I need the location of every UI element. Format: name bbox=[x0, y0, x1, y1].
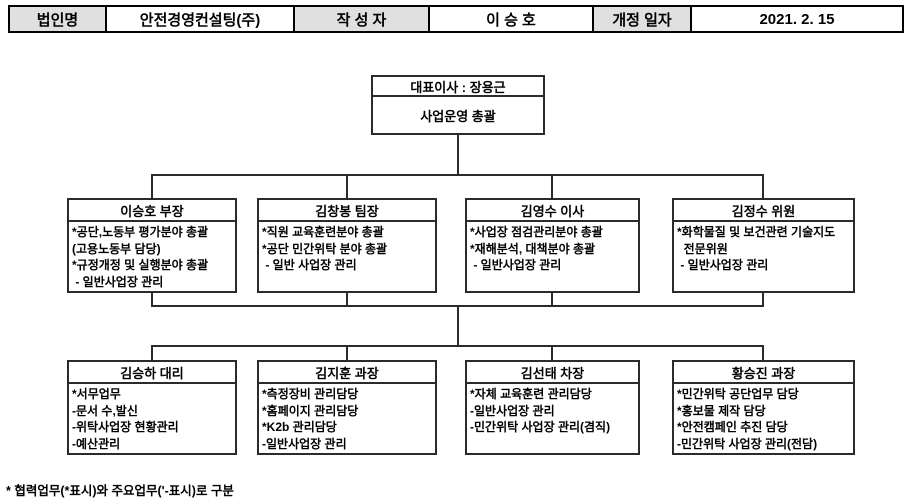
connector-line bbox=[151, 345, 764, 347]
duty-list: *측정장비 관리담당 *홈페이지 관리담당 *K2b 관리담당 -일반사업장 관리 bbox=[259, 384, 435, 452]
duty-list: *서무업무 -문서 수,발신 -위탁사업장 현황관리 -예산관리 bbox=[69, 384, 235, 452]
revision-label-cell: 개정 일자 bbox=[594, 7, 692, 31]
connector-line bbox=[762, 174, 764, 198]
duty-line: *공단,노동부 평가분야 총괄 bbox=[72, 225, 209, 239]
legend-note: * 협력업무(*표시)와 주요업무('-표시)로 구분 bbox=[6, 484, 234, 498]
duty-list: *화학물질 및 보건관련 기술지도 전문위원 - 일반사업장 관리 bbox=[674, 222, 853, 274]
org-box-title: 김정수 위원 bbox=[674, 200, 853, 222]
duty-line: *홈페이지 관리담당 bbox=[262, 403, 359, 418]
org-box-hwang-seungjin: 황승진 과장 *민간위탁 공단업무 담당 *홍보물 제작 담당 *안전캠페인 추진 … bbox=[672, 360, 855, 455]
org-box-kim-jeongsu: 김정수 위원 *화학물질 및 보건관련 기술지도 전문위원 - 일반사업장 관리 bbox=[672, 198, 855, 293]
duty-line: *사업장 점검관리분야 총괄 bbox=[470, 225, 603, 239]
duty-line: - 일반사업장 관리 bbox=[677, 258, 769, 272]
duty-line: *규정개정 및 실행분야 총괄 bbox=[72, 258, 209, 272]
company-value-cell: 안전경영컨설팅(주) bbox=[107, 7, 295, 31]
author-label-cell: 작 성 자 bbox=[295, 7, 430, 31]
header-table: 법인명 안전경영컨설팅(주) 작 성 자 이 승 호 개정 일자 2021. 2… bbox=[8, 5, 904, 33]
org-box-title: 김창봉 팀장 bbox=[259, 200, 435, 222]
duty-line: *직원 교육훈련분야 총괄 bbox=[262, 225, 384, 239]
org-box-title: 대표이사 : 장용근 bbox=[373, 77, 543, 97]
duty-line: -일반사업장 관리 bbox=[262, 436, 347, 451]
author-value-cell: 이 승 호 bbox=[430, 7, 594, 31]
org-box-title: 이승호 부장 bbox=[69, 200, 235, 222]
duty-line: -민간위탁 사업장 관리(겸직) bbox=[470, 420, 611, 434]
connector-line bbox=[551, 174, 553, 198]
duty-list: *민간위탁 공단업무 담당 *홍보물 제작 담당 *안전캠페인 추진 담당 -민간위탁… bbox=[674, 384, 853, 452]
connector-line bbox=[762, 345, 764, 360]
connector-line bbox=[346, 293, 348, 307]
connector-line bbox=[151, 174, 153, 198]
connector-line bbox=[151, 293, 153, 307]
org-box-title: 황승진 과장 bbox=[674, 362, 853, 384]
duty-list: *직원 교육훈련분야 총괄 *공단 민간위탁 분야 총괄 - 일반 사업장 관리 bbox=[259, 222, 435, 274]
duty-line: -예산관리 bbox=[72, 436, 121, 451]
duty-line: -문서 수,발신 bbox=[72, 403, 138, 418]
duty-line: *측정장비 관리담당 bbox=[262, 387, 359, 401]
duty-line: - 일반 사업장 관리 bbox=[262, 258, 357, 272]
org-box-kim-yeongsu: 김영수 이사 *사업장 점검관리분야 총괄 *재해분석, 대책분야 총괄 - 일반… bbox=[465, 198, 640, 293]
org-box-title: 김선태 차장 bbox=[467, 362, 638, 384]
org-box-ceo: 대표이사 : 장용근 사업운영 총괄 bbox=[371, 75, 545, 135]
org-box-kim-seontae: 김선태 차장 *자체 교육훈련 관리담당 -일반사업장 관리 -민간위탁 사업장 관… bbox=[465, 360, 640, 455]
duty-line: -위탁사업장 현황관리 bbox=[72, 420, 179, 434]
org-box-body: 사업운영 총괄 bbox=[420, 108, 496, 124]
org-box-title: 김영수 이사 bbox=[467, 200, 638, 222]
duty-line: - 일반사업장 관리 bbox=[72, 274, 164, 289]
duty-line: (고용노동부 담당) bbox=[72, 241, 161, 256]
revision-value-cell: 2021. 2. 15 bbox=[759, 10, 835, 28]
org-box-title: 김승하 대리 bbox=[69, 362, 235, 384]
org-box-kim-jihun: 김지훈 과장 *측정장비 관리담당 *홈페이지 관리담당 *K2b 관리담당 -일반사… bbox=[257, 360, 437, 455]
org-box-title: 김지훈 과장 bbox=[259, 362, 435, 384]
duty-line: *재해분석, 대책분야 총괄 bbox=[470, 241, 596, 256]
duty-list: *자체 교육훈련 관리담당 -일반사업장 관리 -민간위탁 사업장 관리(겸직) bbox=[467, 384, 638, 436]
duty-line: *안전캠페인 추진 담당 bbox=[677, 420, 788, 434]
duty-line: 전문위원 bbox=[677, 241, 728, 256]
duty-line: - 일반사업장 관리 bbox=[470, 258, 562, 272]
duty-list: *사업장 점검관리분야 총괄 *재해분석, 대책분야 총괄 - 일반사업장 관리 bbox=[467, 222, 638, 274]
org-box-kim-seungha: 김승하 대리 *서무업무 -문서 수,발신 -위탁사업장 현황관리 -예산관리 bbox=[67, 360, 237, 455]
connector-line bbox=[457, 135, 459, 176]
duty-line: *자체 교육훈련 관리담당 bbox=[470, 387, 592, 401]
duty-list: *공단,노동부 평가분야 총괄 (고용노동부 담당) *규정개정 및 실행분야 총괄… bbox=[69, 222, 235, 290]
connector-line bbox=[457, 305, 459, 347]
connector-line bbox=[551, 293, 553, 307]
connector-line bbox=[151, 174, 764, 176]
org-box-kim-changbong: 김창봉 팀장 *직원 교육훈련분야 총괄 *공단 민간위탁 분야 총괄 - 일반 … bbox=[257, 198, 437, 293]
duty-line: *홍보물 제작 담당 bbox=[677, 403, 766, 418]
connector-line bbox=[151, 345, 153, 360]
duty-line: *공단 민간위탁 분야 총괄 bbox=[262, 241, 388, 256]
connector-line bbox=[551, 345, 553, 360]
duty-line: *K2b 관리담당 bbox=[262, 420, 337, 434]
org-box-lee-seungho: 이승호 부장 *공단,노동부 평가분야 총괄 (고용노동부 담당) *규정개정 및 … bbox=[67, 198, 237, 293]
duty-line: *화학물질 및 보건관련 기술지도 bbox=[677, 225, 836, 239]
connector-line bbox=[762, 293, 764, 307]
duty-line: -일반사업장 관리 bbox=[470, 403, 555, 418]
duty-line: *민간위탁 공단업무 담당 bbox=[677, 387, 799, 401]
duty-line: -민간위탁 사업장 관리(전담) bbox=[677, 436, 818, 451]
connector-line bbox=[346, 174, 348, 198]
connector-line bbox=[346, 345, 348, 360]
duty-line: *서무업무 bbox=[72, 387, 121, 401]
company-label-cell: 법인명 bbox=[10, 7, 107, 31]
